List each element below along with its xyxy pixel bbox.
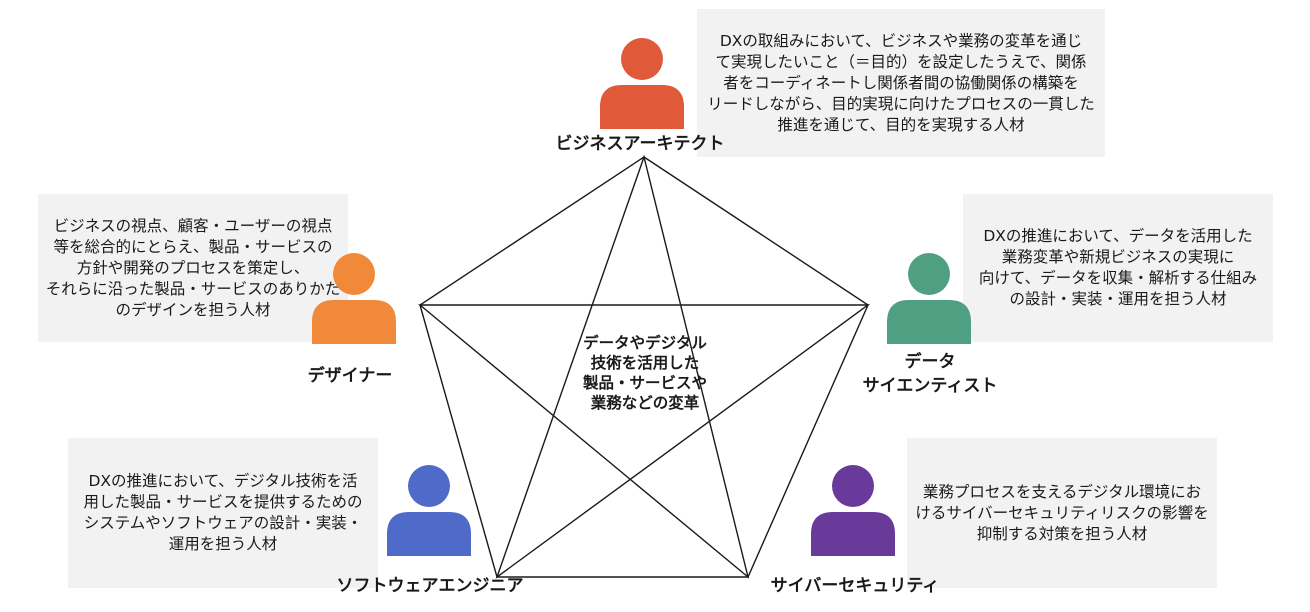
desc-line: の設計・実装・運用を担う人材	[1009, 290, 1227, 308]
desc-line: て実現したいこと（＝目的）を設定したうえで、関係	[715, 52, 1087, 71]
desc-line: DXの取組みにおいて、ビジネスや業務の変革を通じ	[719, 31, 1083, 50]
business-architect-person-icon	[600, 38, 684, 129]
data-scientist-description: DXの推進において、データを活用した 業務変革や新規ビジネスの実現に 向けて、デ…	[963, 194, 1273, 342]
designer-label: デザイナー	[307, 366, 393, 386]
designer-description: ビジネスの視点、顧客・ユーザーの視点 等を総合的にとらえ、製品・サービスの 方針…	[38, 194, 348, 342]
desc-line: DXの推進において、デジタル技術を活	[88, 472, 358, 490]
desc-line: DXの推進において、データを活用した	[983, 227, 1253, 245]
data-scientist-person-icon	[887, 253, 971, 344]
desc-line: 者をコーディネートし関係者間の協働関係の構築を	[723, 73, 1079, 92]
desc-line: 用した製品・サービスを提供するための	[83, 493, 363, 511]
desc-line: 向けて、データを収集・解析する仕組み	[978, 269, 1258, 287]
data-scientist-label-line2: サイエンティスト	[862, 376, 998, 396]
desc-line: 業務変革や新規ビジネスの実現に	[1001, 248, 1235, 266]
business-architect-description: DXの取組みにおいて、ビジネスや業務の変革を通じ て実現したいこと（＝目的）を設…	[697, 9, 1105, 157]
desc-line: ビジネスの視点、顧客・ユーザーの視点	[53, 216, 333, 235]
center-label: データやデジタル 技術を活用した 製品・サービスや 業務などの変革	[560, 333, 730, 413]
software-engineer-label: ソフトウェアエンジニア	[336, 576, 524, 596]
cyber-security-label: サイバーセキュリティ	[770, 576, 940, 596]
desc-line: 業務プロセスを支えるデジタル環境にお	[922, 482, 1202, 501]
software-engineer-person-icon	[387, 465, 471, 556]
pentagram-star	[418, 154, 871, 579]
desc-line: それらに沿った製品・サービスのありかた	[45, 279, 341, 298]
center-line-4: 業務などの変革	[590, 394, 700, 412]
desc-line: 抑制する対策を担う人材	[976, 524, 1148, 543]
center-line-1: データやデジタル	[583, 334, 707, 352]
desc-line: 方針や開発のプロセスを策定し、	[76, 258, 310, 277]
desc-line: 等を総合的にとらえ、製品・サービスの	[53, 237, 333, 256]
desc-line: リードしながら、目的実現に向けたプロセスの一貫した	[707, 94, 1095, 113]
cyber-security-person-icon	[811, 465, 895, 556]
business-architect-label: ビジネスアーキテクト	[555, 134, 725, 154]
software-engineer-description: DXの推進において、デジタル技術を活 用した製品・サービスを提供するための シス…	[68, 438, 378, 588]
desc-line: 推進を通じて、目的を実現する人材	[777, 115, 1025, 134]
center-line-3: 製品・サービスや	[582, 374, 707, 392]
desc-line: 運用を担う人材	[168, 535, 278, 553]
center-line-2: 技術を活用した	[590, 354, 700, 372]
pentagon-outline	[419, 156, 869, 578]
data-scientist-label-line1: データ	[904, 352, 956, 372]
cyber-security-description: 業務プロセスを支えるデジタル環境にお けるサイバーセキュリティリスクの影響を 抑…	[907, 438, 1217, 588]
designer-person-icon	[312, 253, 396, 344]
desc-line: けるサイバーセキュリティリスクの影響を	[915, 503, 1209, 522]
desc-line: システムやソフトウェアの設計・実装・	[83, 514, 363, 532]
desc-line: のデザインを担う人材	[115, 300, 271, 319]
data-scientist-label: データ サイエンティスト	[840, 350, 1020, 398]
